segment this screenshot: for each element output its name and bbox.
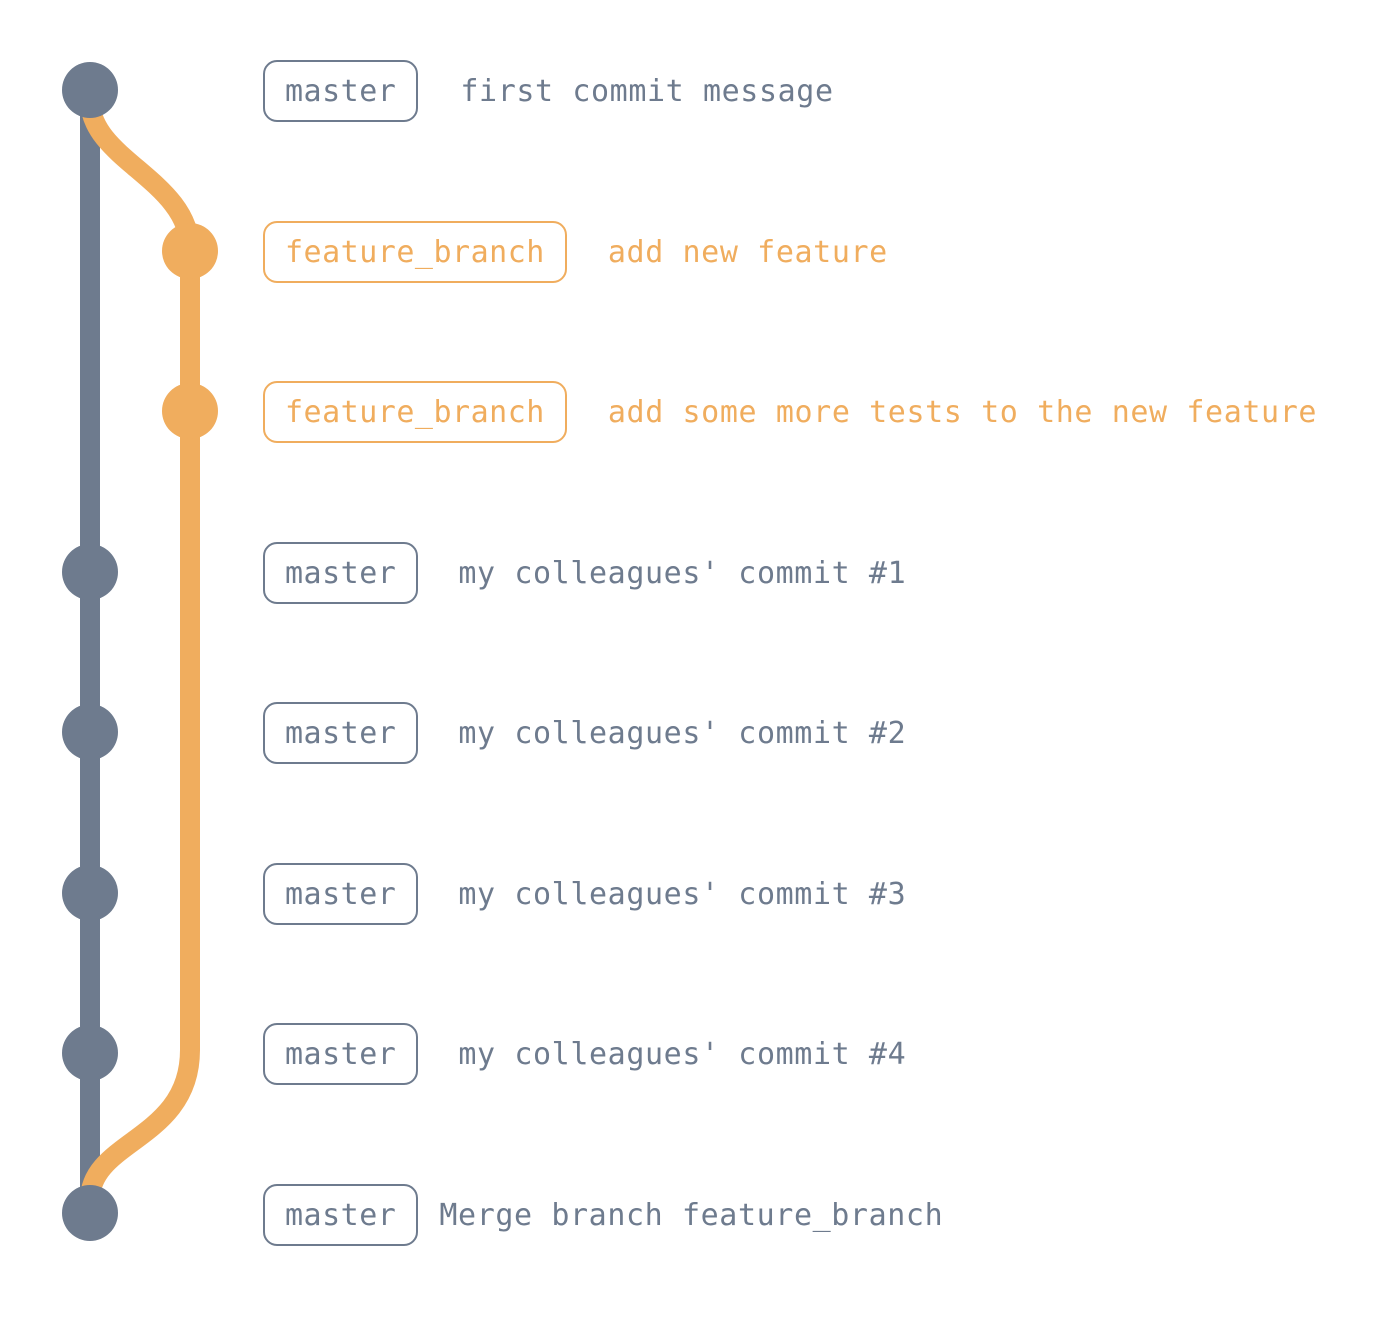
row-4: master my colleagues' commit #2 (263, 702, 906, 764)
commit-message: add new feature (607, 234, 888, 270)
commit-node-5[interactable] (62, 865, 118, 921)
commit-message: add some more tests to the new feature (607, 394, 1318, 430)
branch-label[interactable]: master (263, 1023, 419, 1085)
commit-nodes (62, 62, 218, 1241)
branch-label[interactable]: feature_branch (263, 381, 567, 443)
row-1: feature_branch add new feature (263, 221, 888, 283)
commit-message: my colleagues' commit #2 (458, 715, 907, 751)
row-0: master first commit message (263, 60, 834, 122)
branch-label[interactable]: master (263, 702, 419, 764)
commit-node-6[interactable] (62, 1025, 118, 1081)
commit-node-1[interactable] (162, 223, 218, 279)
row-3: master my colleagues' commit #1 (263, 542, 906, 604)
commit-message: Merge branch feature_branch (439, 1197, 944, 1233)
row-6: master my colleagues' commit #4 (263, 1023, 906, 1085)
row-7: master Merge branch feature_branch (263, 1184, 943, 1246)
branch-label[interactable]: feature_branch (263, 221, 567, 283)
feature-branch-line (80, 90, 200, 1210)
commit-node-3[interactable] (62, 544, 118, 600)
commit-node-0[interactable] (62, 62, 118, 118)
branch-label[interactable]: master (263, 60, 419, 122)
commit-node-7[interactable] (62, 1185, 118, 1241)
branch-label[interactable]: master (263, 1184, 419, 1246)
commit-message: my colleagues' commit #4 (458, 1036, 907, 1072)
branch-label[interactable]: master (263, 542, 419, 604)
commit-message: my colleagues' commit #1 (458, 555, 907, 591)
commit-node-4[interactable] (62, 704, 118, 760)
commit-node-2[interactable] (162, 383, 218, 439)
commit-message: my colleagues' commit #3 (458, 876, 907, 912)
branch-label[interactable]: master (263, 863, 419, 925)
commit-message: first commit message (460, 73, 834, 109)
row-5: master my colleagues' commit #3 (263, 863, 906, 925)
row-2: feature_branch add some more tests to th… (263, 381, 1317, 443)
